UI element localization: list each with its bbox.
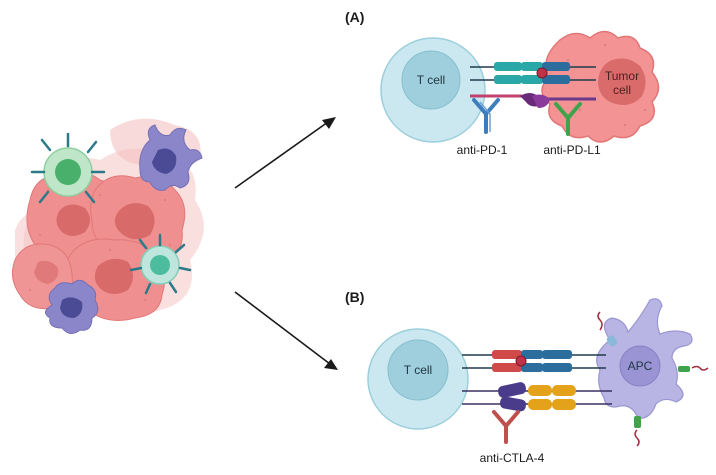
panel-a-t-cell-label: T cell xyxy=(417,73,445,87)
panel-b-apc-cell: APC xyxy=(596,298,709,447)
panel-b-receptor-complex xyxy=(462,350,612,412)
panel-b-label: (B) xyxy=(345,289,364,305)
panel-b-apc-label: APC xyxy=(628,359,653,373)
panel-a-anti-pd1-label: anti-PD-1 xyxy=(457,143,508,157)
antigen-icon xyxy=(515,355,527,367)
panel-a-tumor-cell: Tumor cell xyxy=(541,30,660,143)
tumor-nucleus xyxy=(114,203,155,240)
panel-a-anti-pdl1-label: anti-PD-L1 xyxy=(543,143,601,157)
panel-b-t-cell-label: T cell xyxy=(404,363,432,377)
tumor-nucleus xyxy=(94,258,133,294)
tumor-microenvironment xyxy=(11,118,204,334)
panel-a-tumor-label-line2: cell xyxy=(613,83,631,97)
panel-b-t-cell: T cell xyxy=(367,328,469,430)
panel-a-anti-pd1-antibody xyxy=(472,98,500,134)
apc-surface-molecule xyxy=(597,311,618,347)
apc-surface-molecule xyxy=(678,365,709,372)
tumor-nucleus xyxy=(34,260,59,284)
panel-a-t-cell: T cell xyxy=(380,37,486,143)
panel-b-anti-ctla4-antibody xyxy=(492,410,520,444)
apc-cell xyxy=(45,279,99,334)
antigen-icon xyxy=(536,67,548,79)
arrow-to-panel-b xyxy=(234,291,338,370)
panel-a-label: (A) xyxy=(345,9,364,25)
apc-surface-molecule xyxy=(634,416,641,447)
apc-cell xyxy=(139,124,203,191)
panel-b-anti-ctla4-label: anti-CTLA-4 xyxy=(480,451,545,465)
t-cell-with-receptors xyxy=(30,132,106,204)
panel-a-anti-pdl1-antibody xyxy=(554,102,582,136)
tumor-nucleus xyxy=(56,204,90,236)
panel-a-tumor-label-line1: Tumor xyxy=(605,69,639,83)
t-cell-with-receptors xyxy=(129,233,192,295)
panel-a-receptor-complex xyxy=(470,62,596,108)
arrow-to-panel-a xyxy=(234,117,336,189)
